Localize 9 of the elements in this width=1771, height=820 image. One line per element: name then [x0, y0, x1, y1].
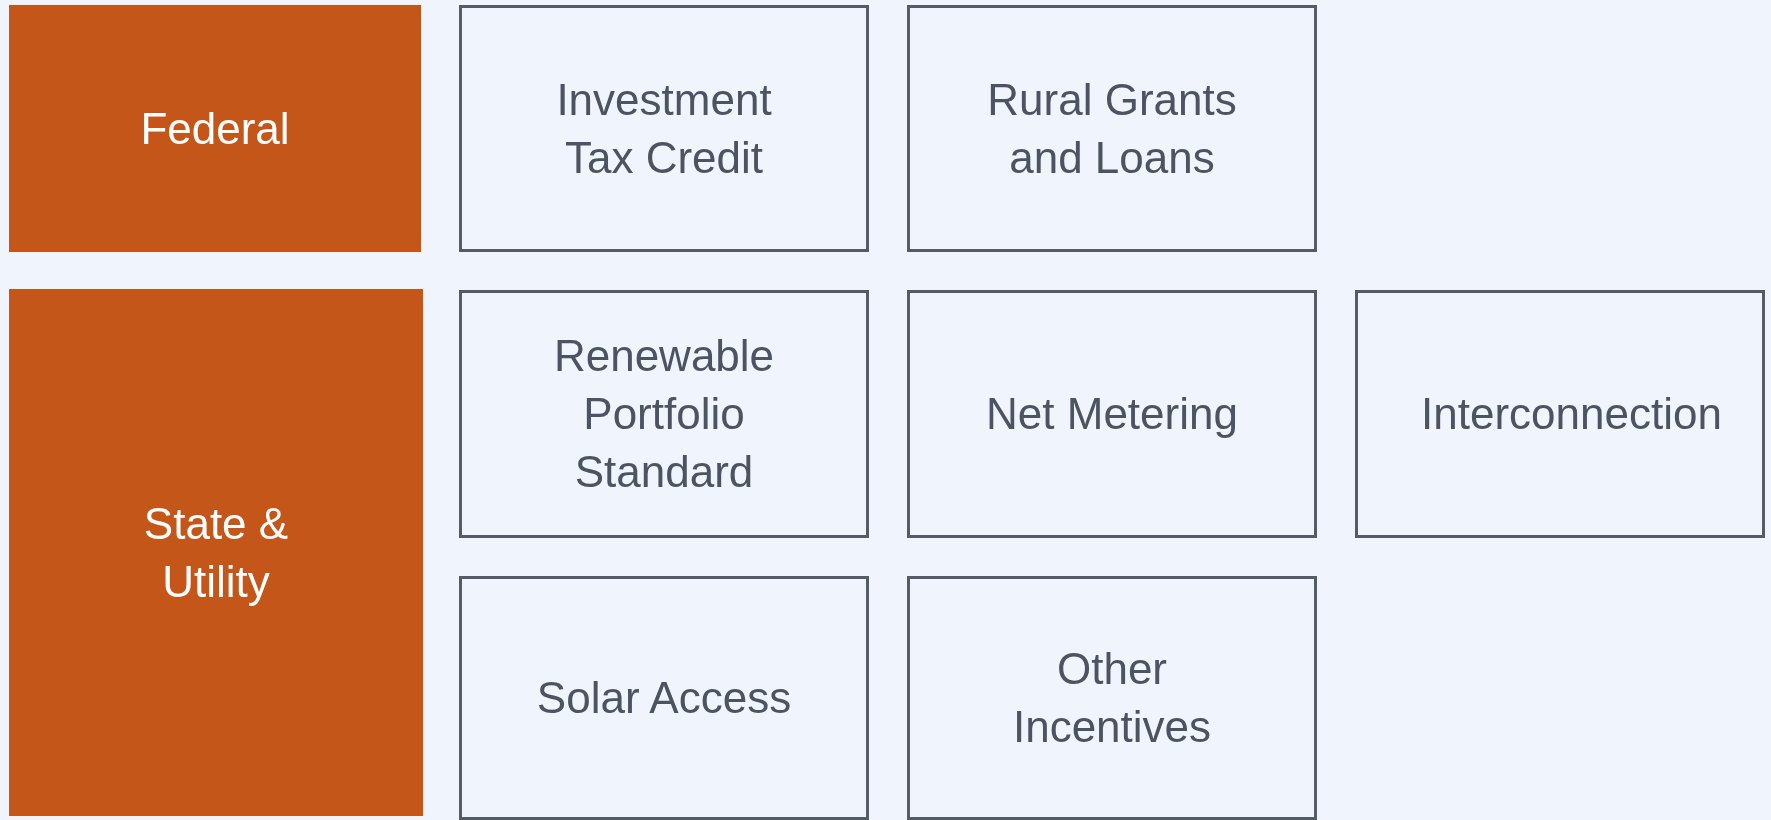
program-box: Solar Access: [459, 576, 869, 820]
program-box: Net Metering: [907, 290, 1317, 538]
category-box: State & Utility: [9, 289, 423, 816]
program-box: Other Incentives: [907, 576, 1317, 820]
program-box: Rural Grants and Loans: [907, 5, 1317, 252]
program-box: Investment Tax Credit: [459, 5, 869, 252]
program-box: Interconnection: [1355, 290, 1765, 538]
program-box: Renewable Portfolio Standard: [459, 290, 869, 538]
category-box: Federal: [9, 5, 421, 252]
